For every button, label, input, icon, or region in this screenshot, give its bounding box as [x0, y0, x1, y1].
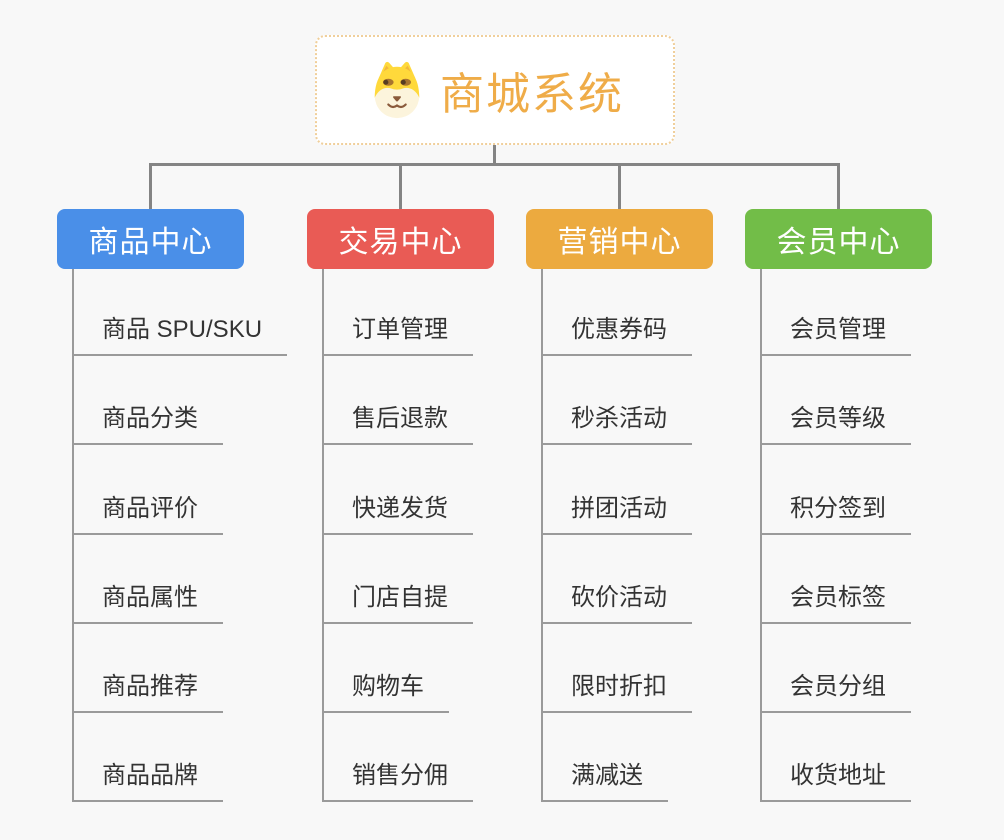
branch-item[interactable]: 积分签到 [760, 493, 911, 535]
branch-item[interactable]: 会员等级 [760, 403, 911, 445]
branch-item[interactable]: 销售分佣 [322, 760, 473, 802]
root-title: 商城系统 [440, 70, 624, 119]
branch-item[interactable]: 秒杀活动 [541, 403, 692, 445]
branch-header-3[interactable]: 会员中心 [745, 209, 932, 269]
branch-item[interactable]: 优惠券码 [541, 314, 692, 356]
branch-drop-connector-3 [837, 163, 840, 209]
branch-item[interactable]: 收货地址 [760, 760, 911, 802]
branch-drop-connector-0 [149, 163, 152, 209]
branch-item[interactable]: 商品推荐 [72, 671, 223, 713]
branch-item[interactable]: 商品评价 [72, 493, 223, 535]
branch-item[interactable]: 拼团活动 [541, 493, 692, 535]
branch-bus-connector [149, 163, 840, 166]
branch-item[interactable]: 满减送 [541, 760, 668, 802]
branch-header-1[interactable]: 交易中心 [307, 209, 494, 269]
branch-item[interactable]: 会员标签 [760, 582, 911, 624]
branch-item[interactable]: 会员管理 [760, 314, 911, 356]
branch-item[interactable]: 商品 SPU/SKU [72, 314, 288, 356]
branch-item[interactable]: 购物车 [322, 671, 449, 713]
root-stub-connector [492, 145, 496, 163]
branch-header-2[interactable]: 营销中心 [526, 209, 713, 269]
branch-item[interactable]: 快递发货 [322, 493, 473, 535]
root-node[interactable]: 商城系统 [315, 35, 675, 145]
branch-item[interactable]: 订单管理 [322, 314, 473, 356]
branch-drop-connector-1 [399, 163, 402, 209]
branch-header-0[interactable]: 商品中心 [57, 209, 244, 269]
branch-item[interactable]: 砍价活动 [541, 582, 692, 624]
branch-item[interactable]: 商品品牌 [72, 760, 223, 802]
branch-item[interactable]: 门店自提 [322, 582, 473, 624]
branch-item[interactable]: 商品分类 [72, 403, 223, 445]
dog-face-icon [374, 61, 420, 119]
branch-item[interactable]: 售后退款 [322, 403, 473, 445]
branch-item[interactable]: 商品属性 [72, 582, 223, 624]
branch-drop-connector-2 [618, 163, 621, 209]
branch-item[interactable]: 会员分组 [760, 671, 911, 713]
branch-item[interactable]: 限时折扣 [541, 671, 692, 713]
